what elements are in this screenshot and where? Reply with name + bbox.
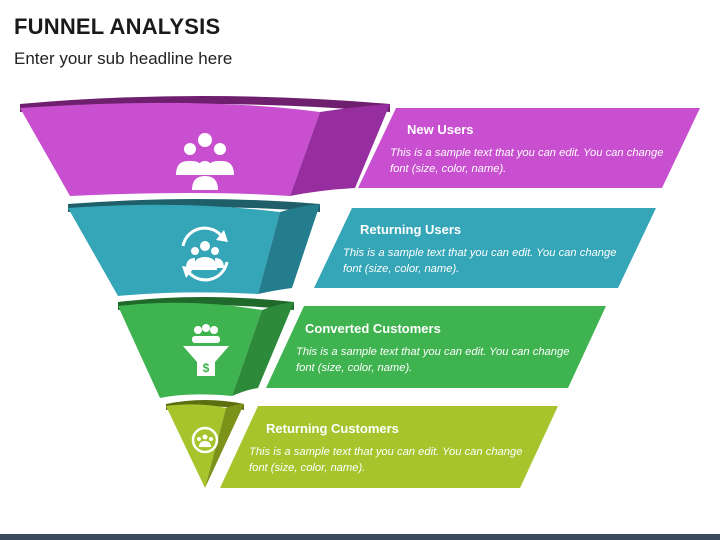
card-returning-customers: Returning Customers This is a sample tex… [249,421,529,476]
stage-card-converted-customers [266,306,606,388]
stage-card-returning-customers [220,406,558,488]
funnel-band-side [232,302,294,396]
funnel-band-side [205,404,244,488]
stage-title: Returning Customers [266,421,399,436]
group-of-people-icon [176,133,234,190]
stage-description: This is a sample text that you can edit.… [343,247,617,276]
returning-users-cycle-icon [181,226,229,282]
funnel-stage-new-users [20,96,700,196]
stage-card-returning-users [314,208,656,288]
card-returning-users: Returning Users This is a sample text th… [343,222,623,277]
stage-title: New Users [407,122,474,137]
card-new-users: New Users This is a sample text that you… [390,122,670,177]
stage-description: This is a sample text that you can edit.… [249,446,523,475]
funnel-band-side [258,204,320,294]
stage-description: This is a sample text that you can edit.… [390,147,664,176]
funnel-stage-returning-users [68,199,656,296]
funnel-band-front [68,204,280,296]
card-converted-customers: Converted Customers This is a sample tex… [296,321,576,376]
funnel-stage-converted-customers: $ [118,297,606,398]
funnel-band-side [290,104,390,196]
funnel-stage-returning-customers [166,400,558,488]
stage-title: Returning Users [360,222,462,237]
stage-card-new-users [358,108,700,188]
svg-text:$: $ [203,361,210,375]
page-title: FUNNEL ANALYSIS [14,14,221,39]
stage-description: This is a sample text that you can edit.… [296,346,570,375]
funnel-band-top-shadow [118,297,294,310]
people-into-funnel-dollar-icon: $ [183,324,229,376]
customers-in-circle-icon [191,426,219,454]
footer-bar [0,534,720,540]
funnel-band-front [20,102,320,196]
stage-title: Converted Customers [305,321,441,336]
page-subtitle: Enter your sub headline here [14,49,233,68]
